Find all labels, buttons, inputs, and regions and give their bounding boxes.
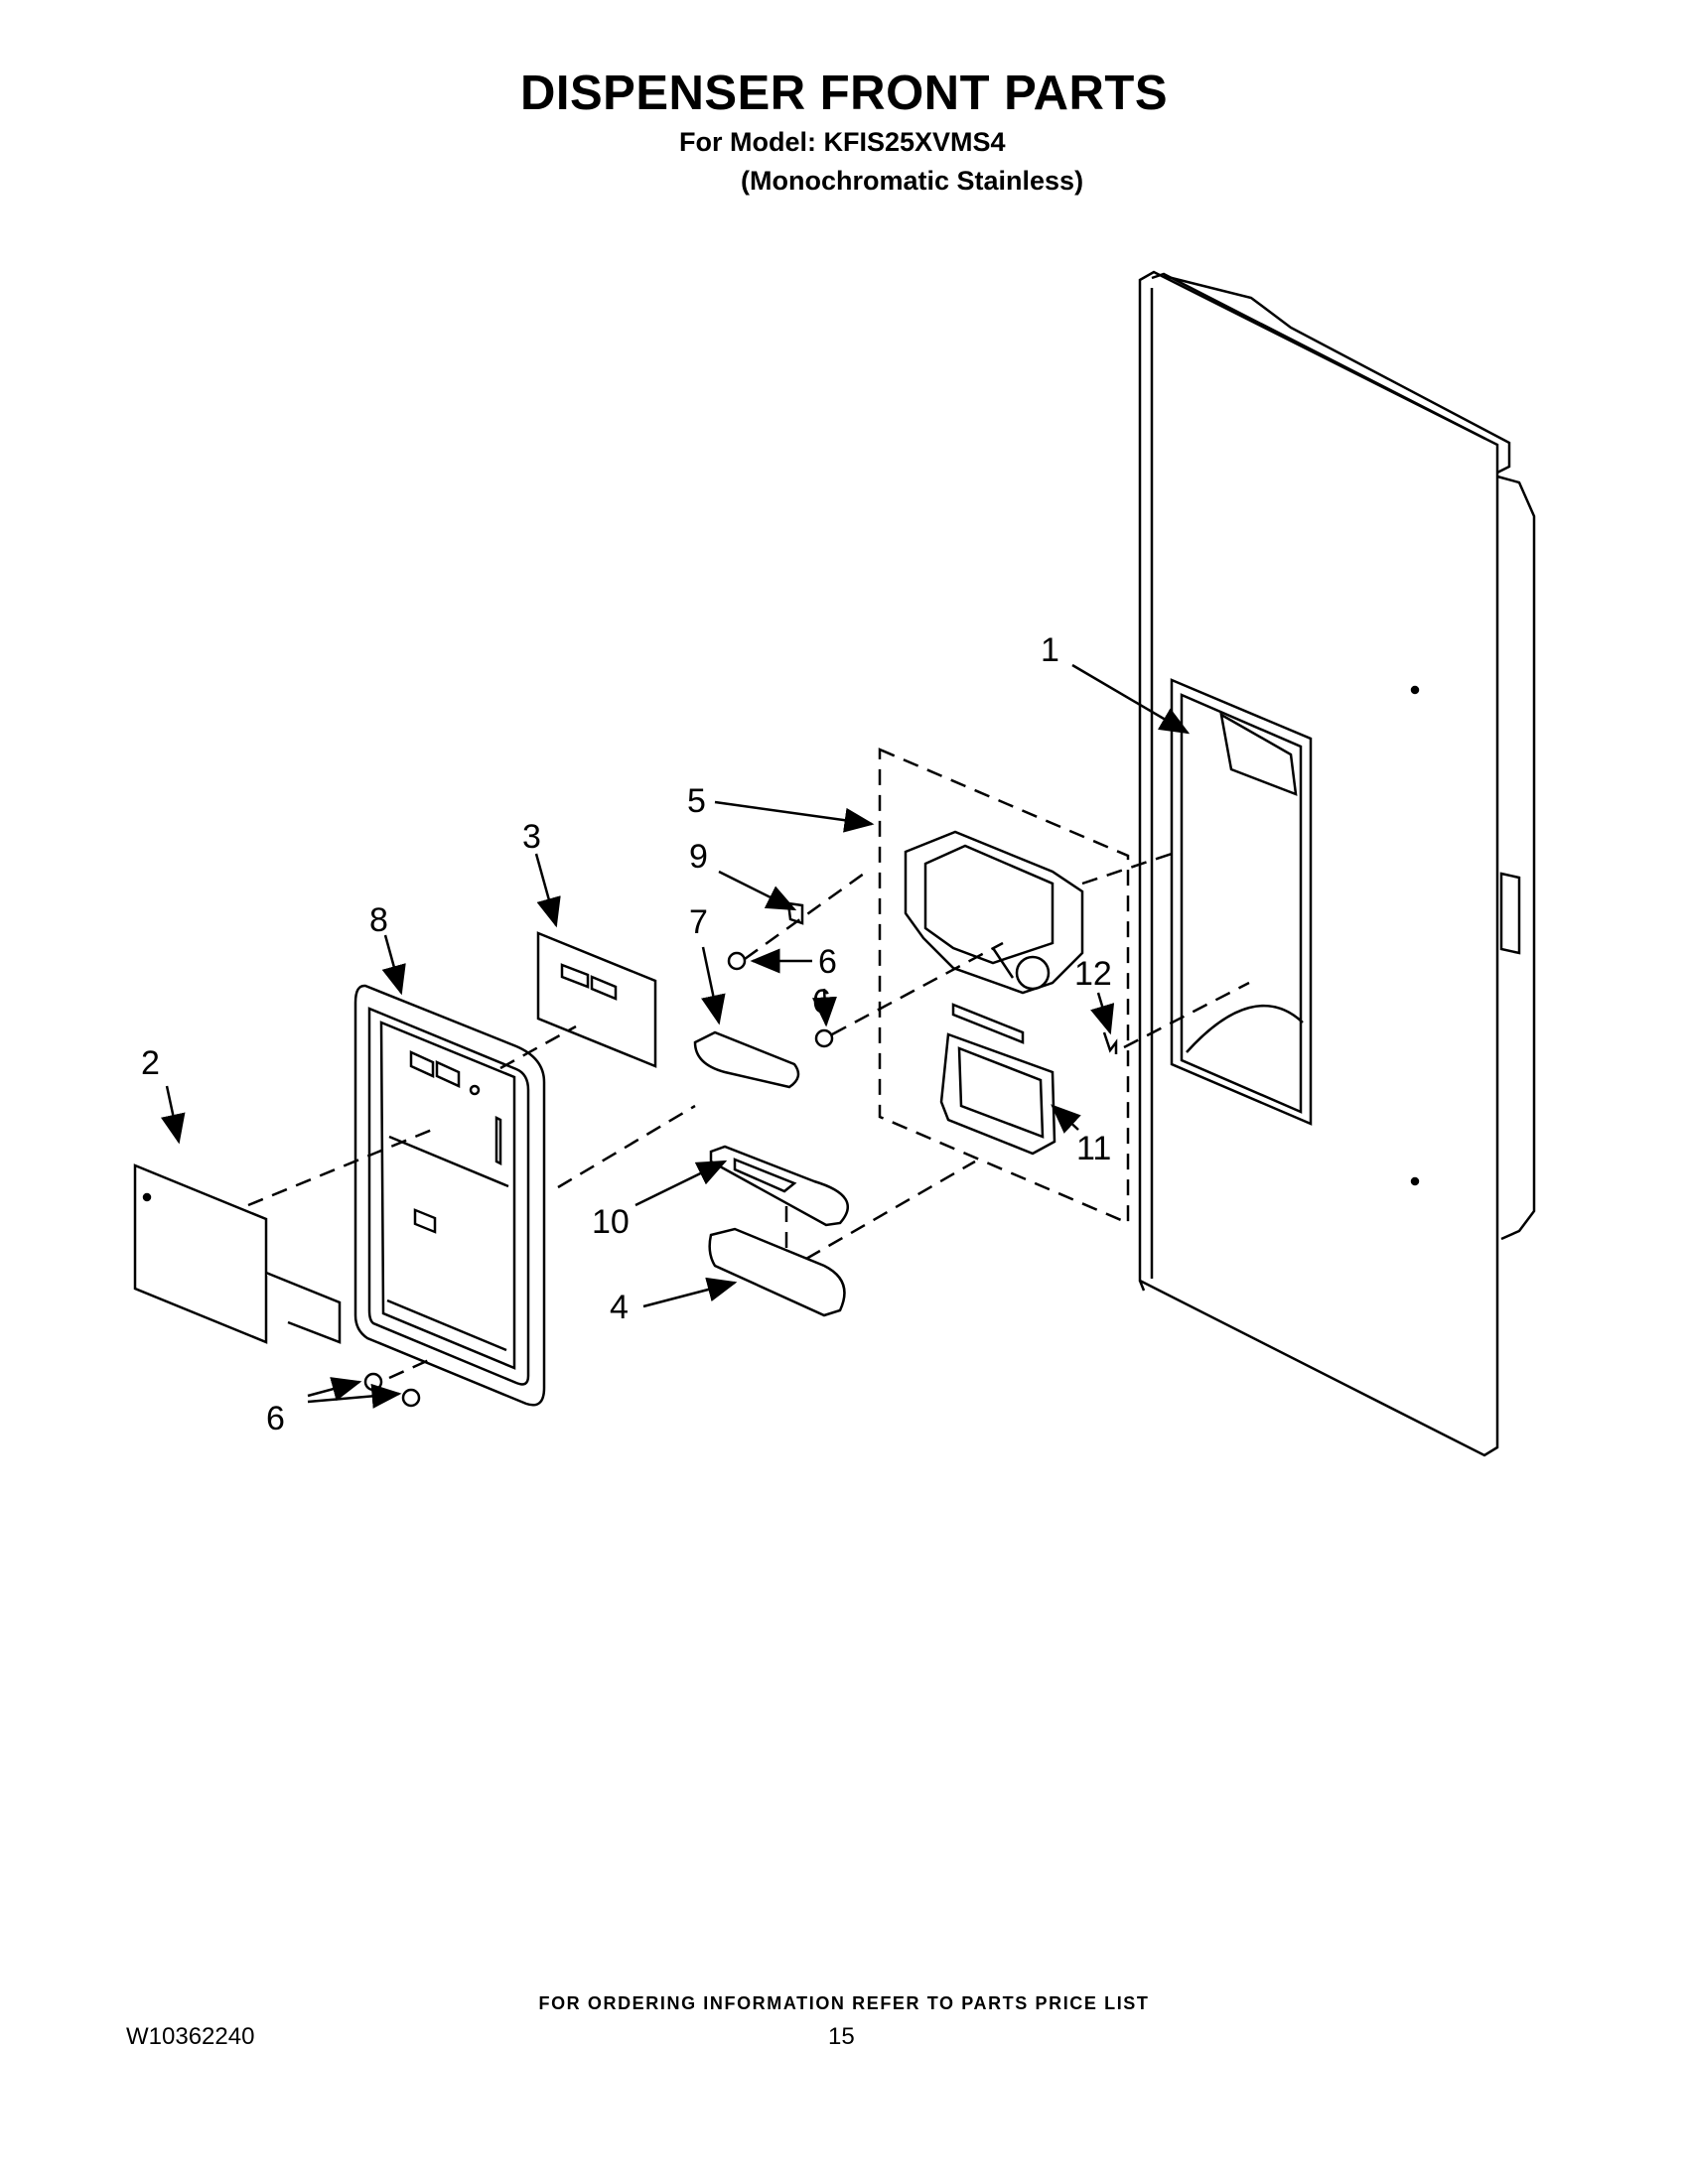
callout-12: 12 — [1074, 955, 1112, 993]
callout-6-upper: 6 — [818, 943, 837, 981]
cover-plate — [133, 1163, 342, 1344]
callout-1: 1 — [1041, 631, 1059, 669]
callout-4: 4 — [610, 1289, 629, 1326]
callout-6-housing: 6 — [266, 1400, 285, 1437]
leader-arrows — [161, 663, 1191, 1409]
ordering-note: FOR ORDERING INFORMATION REFER TO PARTS … — [538, 1993, 1150, 2013]
drip-tray — [708, 1227, 846, 1317]
callout-11: 11 — [1076, 1130, 1111, 1167]
control-board — [536, 931, 657, 1068]
callout-7: 7 — [689, 903, 708, 941]
callout-10: 10 — [592, 1203, 630, 1241]
assembly-lines — [247, 852, 1250, 1380]
dispenser-lever-pad — [939, 1003, 1056, 1156]
drip-tray-grille — [709, 1145, 850, 1227]
door-panel — [1138, 270, 1536, 1457]
document-id: W10362240 — [126, 2023, 255, 2050]
model-line: For Model: KFIS25XVMS4 — [679, 127, 1006, 157]
callout-9: 9 — [689, 838, 708, 876]
spring-clip — [1102, 1031, 1118, 1054]
callout-3: 3 — [522, 818, 541, 856]
ice-chute-door — [693, 1030, 800, 1089]
page-number: 15 — [828, 2023, 855, 2050]
callout-8: 8 — [369, 901, 388, 939]
callout-6-lower: 6 — [812, 983, 831, 1021]
screws — [363, 951, 834, 1408]
callout-5: 5 — [687, 782, 706, 820]
dispenser-actuator-assembly — [904, 830, 1084, 995]
dispenser-housing — [353, 984, 546, 1407]
finish-line: (Monochromatic Stainless) — [741, 166, 1084, 196]
callout-2: 2 — [141, 1044, 160, 1082]
page-title: DISPENSER FRONT PARTS — [519, 67, 1169, 120]
